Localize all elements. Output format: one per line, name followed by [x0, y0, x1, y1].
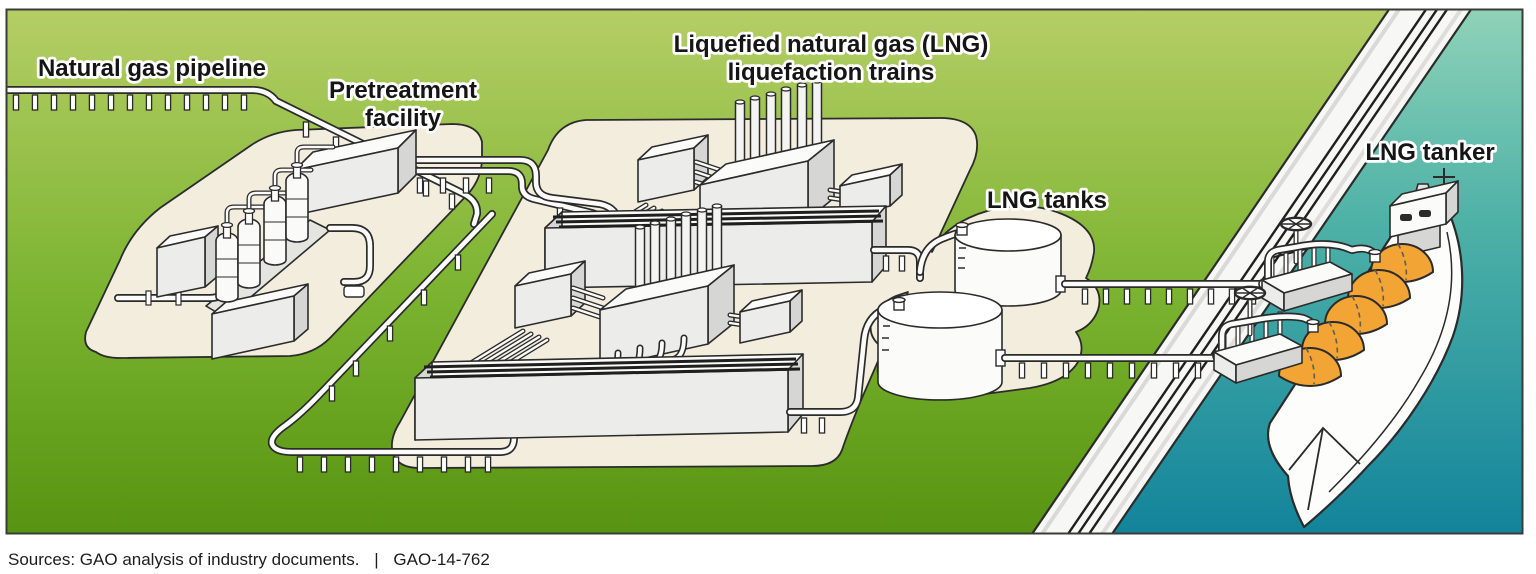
pretreatment-box-front — [211, 283, 309, 360]
label-pretreatment-line2: facility — [365, 105, 442, 132]
label-liquefaction-line1: Liquefied natural gas (LNG) — [674, 31, 989, 58]
tanker-sheer-line — [1328, 231, 1453, 493]
pipe-supports — [1018, 362, 1202, 379]
train2-rack-building — [414, 353, 804, 441]
tank1-outlet-pipeline — [1055, 275, 1274, 305]
bridge-window — [1400, 214, 1412, 221]
report-id: GAO-14-762 — [393, 550, 490, 569]
frame-border — [5, 8, 1524, 535]
source-text: Sources: GAO analysis of industry docume… — [8, 550, 360, 569]
bridge-window — [1419, 210, 1431, 217]
lng-tank-1 — [954, 218, 1062, 307]
lng-tank-2 — [877, 291, 1003, 401]
liquefaction-train-2 — [414, 203, 804, 441]
liquefaction-train-1 — [544, 78, 903, 289]
bow-detail — [1288, 426, 1361, 511]
train1-left-box — [637, 134, 709, 203]
label-natural-gas-pipeline: Natural gas pipeline — [38, 55, 266, 82]
lng-tanker — [1266, 168, 1464, 529]
pretreatment-columns — [215, 144, 336, 303]
tank2-outlet-pipeline — [995, 349, 1228, 379]
loading-platform — [1261, 261, 1353, 312]
lng-facility-diagram: Natural gas pipeline Pretreatment facili… — [5, 8, 1524, 535]
label-pretreatment-line1: Pretreatment — [329, 77, 477, 104]
label-liquefaction-line2: liquefaction trains — [728, 59, 935, 86]
train2-right-box — [727, 289, 803, 344]
pretreatment-facility — [114, 129, 417, 360]
pretreatment-box-left — [156, 225, 219, 298]
tanker-hull — [1266, 204, 1464, 529]
source-line: Sources: GAO analysis of industry docume… — [8, 550, 490, 570]
pipe-supports — [1081, 288, 1257, 305]
loading-platform — [1213, 333, 1303, 384]
label-lng-tanker: LNG tanker — [1365, 139, 1494, 166]
label-lng-tanks: LNG tanks — [987, 187, 1107, 214]
loading-arm-upper — [1258, 216, 1382, 312]
loading-arm-lower — [1212, 285, 1320, 384]
diagram-labels: Natural gas pipeline Pretreatment facili… — [35, 28, 1497, 217]
source-separator: | — [374, 550, 379, 569]
